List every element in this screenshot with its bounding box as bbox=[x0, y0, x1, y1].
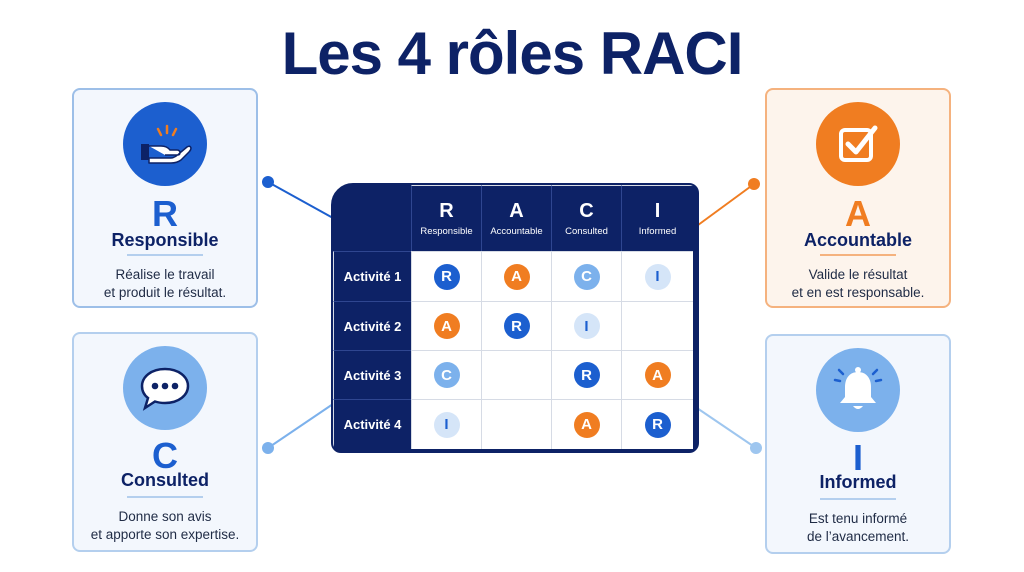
checkbox-icon bbox=[816, 102, 900, 186]
column-letter: A bbox=[509, 199, 524, 222]
role-badge: R bbox=[644, 411, 671, 438]
divider bbox=[127, 496, 203, 498]
role-badge: A bbox=[433, 313, 460, 339]
card-letter: C bbox=[152, 435, 178, 476]
matrix-cell bbox=[621, 301, 693, 350]
role-badge: A bbox=[573, 411, 600, 438]
card-accountable: A Accountable Valide le résultat et en e… bbox=[765, 88, 951, 308]
speech-bubble-icon bbox=[123, 346, 207, 430]
column-label: Accountable bbox=[490, 225, 543, 237]
raci-grid: R Responsible A Accountable C Consulted … bbox=[333, 185, 697, 451]
column-header: R Responsible bbox=[411, 185, 481, 251]
matrix-cell: R bbox=[481, 301, 551, 350]
card-letter: I bbox=[852, 437, 863, 478]
matrix-cell: A bbox=[411, 301, 481, 350]
column-letter: I bbox=[654, 199, 661, 222]
matrix-cell: I bbox=[551, 301, 621, 350]
column-label: Informed bbox=[638, 225, 677, 237]
column-label: Responsible bbox=[420, 225, 473, 237]
row-label: Activité 2 bbox=[333, 301, 411, 350]
card-letter: R bbox=[152, 193, 178, 234]
matrix-cell: A bbox=[481, 251, 551, 301]
card-desc-line2: de l’avancement. bbox=[806, 529, 910, 544]
column-header: A Accountable bbox=[481, 185, 551, 251]
role-badge: I bbox=[573, 313, 600, 339]
matrix-cell: A bbox=[621, 350, 693, 399]
matrix-cell: I bbox=[621, 251, 693, 301]
card-role: Responsible bbox=[111, 230, 219, 250]
column-letter: R bbox=[439, 199, 454, 222]
card-desc-line2: et en est responsable. bbox=[791, 285, 925, 300]
card-informed: I Informed Est tenu informé de l’avancem… bbox=[765, 334, 951, 554]
column-header: C Consulted bbox=[551, 185, 621, 251]
raci-matrix: R Responsible A Accountable C Consulted … bbox=[331, 183, 699, 453]
card-responsible: R Responsible Réalise le travail et prod… bbox=[72, 88, 258, 308]
row-label: Activité 4 bbox=[333, 399, 411, 449]
card-letter: A bbox=[845, 193, 871, 234]
connector-consulted bbox=[267, 403, 334, 449]
matrix-cell: C bbox=[551, 251, 621, 301]
role-badge: C bbox=[573, 263, 600, 290]
role-badge: R bbox=[433, 263, 460, 290]
role-badge: R bbox=[573, 362, 600, 388]
role-badge: I bbox=[433, 411, 460, 438]
page-title: Les 4 rôles RACI bbox=[281, 20, 744, 87]
connector-dot-consulted bbox=[262, 442, 274, 454]
connector-responsible bbox=[267, 181, 334, 219]
card-desc-line1: Réalise le travail bbox=[115, 267, 215, 282]
hand-icon bbox=[123, 102, 207, 186]
bell-icon bbox=[816, 348, 900, 432]
card-desc-line1: Donne son avis bbox=[118, 509, 212, 524]
role-badge: C bbox=[433, 362, 460, 388]
card-desc-line1: Est tenu informé bbox=[808, 511, 908, 526]
matrix-cell: I bbox=[411, 399, 481, 449]
matrix-corner bbox=[333, 185, 411, 251]
matrix-cell bbox=[481, 350, 551, 399]
connector-dot-responsible bbox=[262, 176, 274, 188]
role-badge: A bbox=[503, 263, 530, 290]
matrix-cell bbox=[481, 399, 551, 449]
matrix-cell: C bbox=[411, 350, 481, 399]
divider bbox=[820, 498, 896, 500]
connector-accountable bbox=[693, 183, 755, 229]
divider bbox=[820, 254, 896, 256]
card-desc-line1: Valide le résultat bbox=[808, 267, 908, 282]
card-role: Consulted bbox=[121, 470, 209, 490]
role-badge: R bbox=[503, 313, 530, 339]
column-letter: C bbox=[579, 199, 594, 222]
card-consulted: C Consulted Donne son avis et apporte so… bbox=[72, 332, 258, 552]
matrix-cell: A bbox=[551, 399, 621, 449]
column-header: I Informed bbox=[621, 185, 693, 251]
row-label: Activité 3 bbox=[333, 350, 411, 399]
matrix-cell: R bbox=[551, 350, 621, 399]
connector-dot-accountable bbox=[748, 178, 760, 190]
column-label: Consulted bbox=[565, 225, 608, 237]
connector-informed bbox=[693, 405, 757, 449]
role-badge: A bbox=[644, 362, 671, 388]
matrix-cell: R bbox=[411, 251, 481, 301]
card-role: Accountable bbox=[803, 230, 913, 250]
divider bbox=[127, 254, 203, 256]
matrix-cell: R bbox=[621, 399, 693, 449]
card-desc-line2: et apporte son expertise. bbox=[90, 527, 240, 542]
card-desc-line2: et produit le résultat. bbox=[103, 285, 227, 300]
card-role: Informed bbox=[819, 472, 897, 492]
row-label: Activité 1 bbox=[333, 251, 411, 301]
connector-dot-informed bbox=[750, 442, 762, 454]
role-badge: I bbox=[644, 263, 671, 290]
